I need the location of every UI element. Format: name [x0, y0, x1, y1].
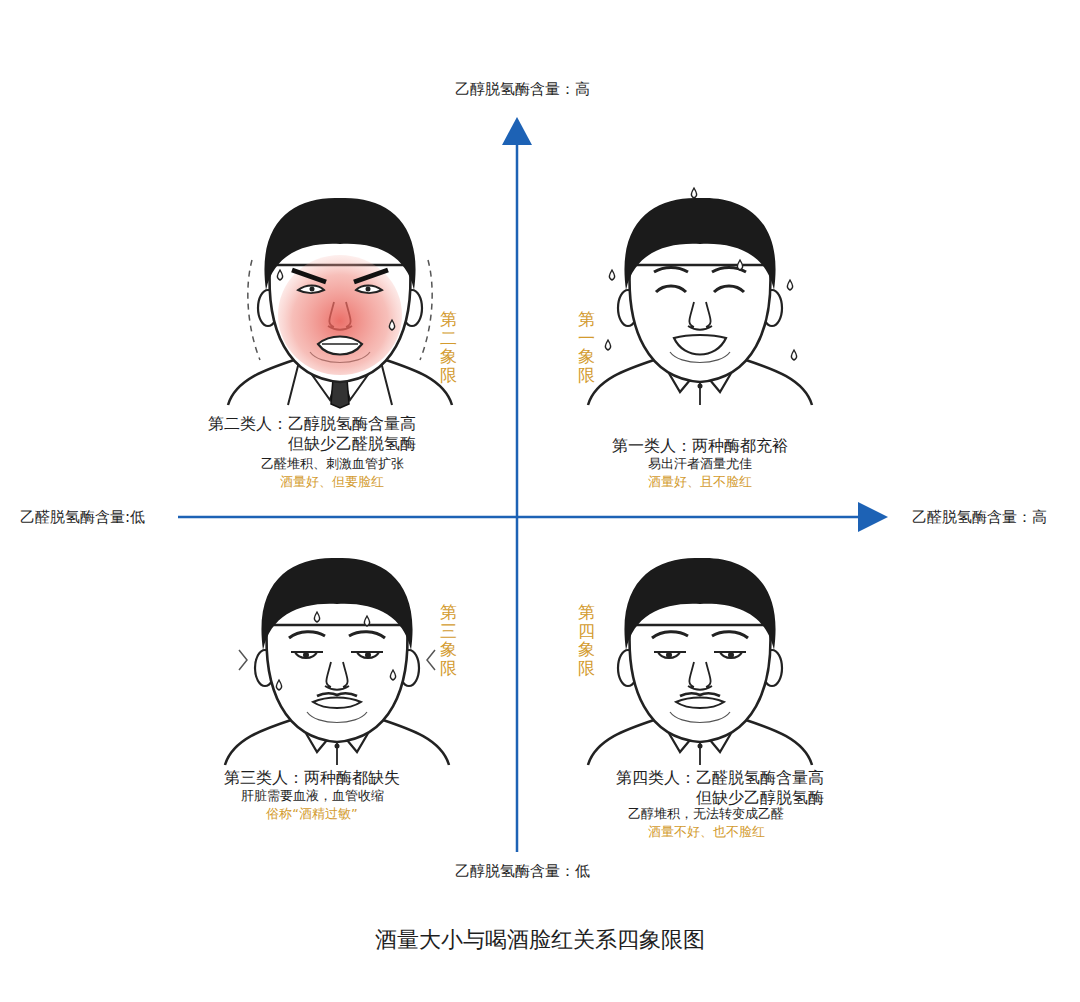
axis-label: 乙醇脱氢酶含量：高: [455, 80, 590, 99]
horizontal-axis: [178, 516, 862, 519]
vertical-axis: [516, 140, 519, 852]
type-note: 乙醇堆积，无法转变成乙醛: [628, 806, 784, 822]
type-note: 易出汗者酒量尤佳: [648, 456, 752, 472]
type-note: 肝脏需要血液，血管收缩: [241, 788, 384, 804]
type-heading: 第四类人：乙醛脱氢酶含量高 但缺少乙醇脱氢酶: [597, 768, 824, 808]
type-heading: 第二类人：乙醇脱氢酶含量高 但缺少乙醛脱氢酶: [189, 414, 416, 454]
type-verdict: 酒量好、但要脸红: [280, 474, 384, 490]
quadrant-name: 第四象限: [578, 603, 595, 678]
tired-face-figure: [225, 558, 449, 765]
type-heading: 第三类人：两种酶都缺失: [224, 768, 400, 788]
type-heading: 第一类人：两种酶都充裕: [612, 436, 788, 456]
type-note: 乙醛堆积、刺激血管扩张: [261, 456, 404, 472]
axis-label: 乙醛脱氢酶含量:低: [20, 508, 145, 527]
quadrant-name: 第三象限: [440, 603, 457, 678]
happy-face-figure: [588, 188, 812, 405]
quadrant-name: 第二象限: [440, 310, 457, 385]
red-face-figure: [228, 198, 452, 408]
diagram-title: 酒量大小与喝酒脸红关系四象限图: [375, 926, 705, 954]
type-verdict: 酒量不好、也不脸红: [648, 824, 765, 840]
axis-label: 乙醇脱氢酶含量：低: [455, 862, 590, 881]
quadrant-name: 第一象限: [578, 310, 595, 385]
axis-arrowhead: [858, 502, 888, 532]
axis-label: 乙醛脱氢酶含量：高: [912, 508, 1047, 527]
type-verdict: 酒量好、且不脸红: [648, 474, 752, 490]
tired-face-figure: [588, 558, 812, 765]
type-verdict: 俗称“酒精过敏”: [266, 806, 357, 822]
axis-arrowhead: [502, 117, 532, 145]
